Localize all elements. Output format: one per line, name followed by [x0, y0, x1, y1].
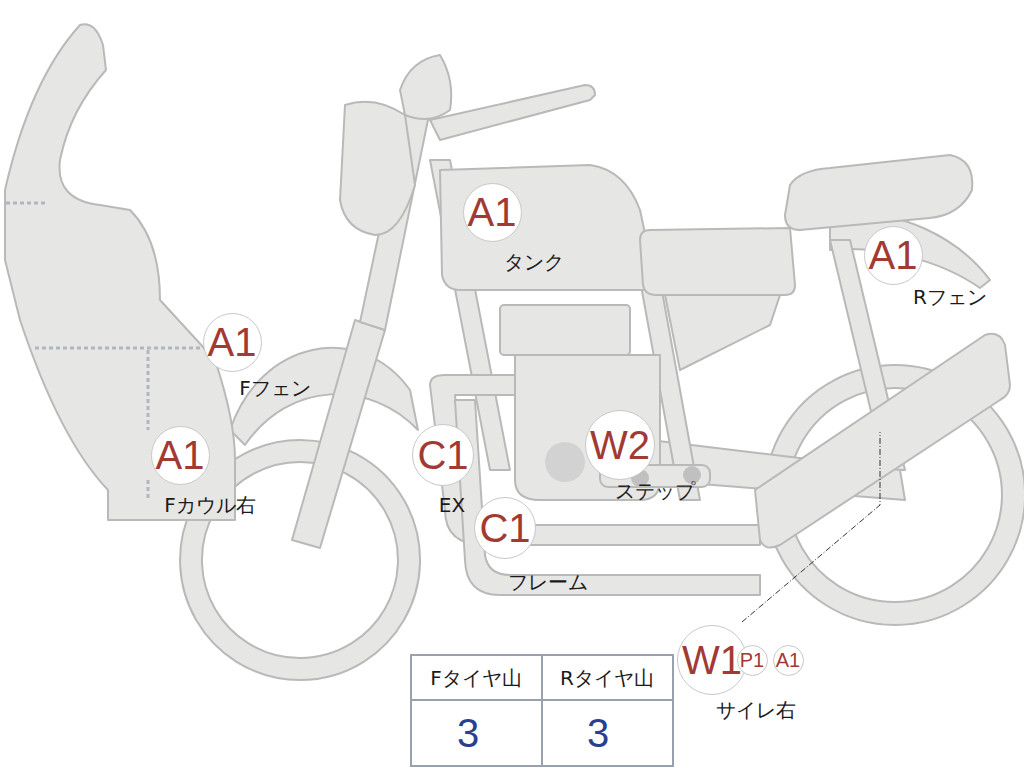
callout-circle: A1 — [463, 183, 522, 242]
part-name: ステップ — [615, 480, 695, 502]
seat-rear — [785, 155, 972, 230]
engine — [515, 355, 660, 500]
fairing-section-line — [147, 480, 150, 500]
callout-code: A1 — [208, 322, 257, 362]
part-name: タンク — [504, 251, 564, 273]
table-header: Fタイヤ山 — [430, 667, 522, 689]
engine-top — [500, 305, 630, 355]
fairing-section-line — [147, 350, 150, 430]
part-name: Fフェン — [239, 377, 311, 399]
callout-circle: C1 — [474, 497, 536, 559]
table-value: 3 — [587, 711, 609, 755]
callout-code: A1 — [156, 435, 205, 475]
part-name: Fカウル右 — [164, 494, 256, 516]
callout-circle: W2 — [585, 410, 655, 480]
callout-circle: A1 — [151, 426, 210, 485]
callout-code: A1 — [776, 650, 800, 670]
engine-cover — [545, 442, 585, 482]
tank — [440, 165, 655, 290]
callout-circle: A1 — [773, 645, 804, 676]
front-fork — [292, 320, 385, 548]
part-name: フレーム — [508, 571, 588, 593]
tread-table-rule — [411, 655, 673, 766]
headlight — [340, 102, 415, 235]
muffler — [755, 334, 1010, 548]
fairing — [5, 24, 235, 520]
part-name: サイレ右 — [716, 699, 796, 721]
tread-table — [411, 655, 673, 766]
callout-code: W2 — [590, 425, 650, 465]
callout-circle: P1 — [737, 645, 768, 676]
callout-circle: C1 — [412, 424, 474, 486]
fairing-section-line — [6, 202, 48, 205]
callout-circle: A1 — [203, 313, 262, 372]
part-name: EX — [439, 494, 465, 516]
callout-code: W1 — [682, 640, 742, 680]
callout-code: A1 — [468, 192, 517, 232]
callout-code: P1 — [740, 650, 764, 670]
callout-code: A1 — [869, 235, 918, 275]
part-name: Rフェン — [913, 286, 987, 308]
callout-code: C1 — [479, 508, 530, 548]
callout-code: C1 — [417, 435, 468, 475]
table-header: Rタイヤ山 — [560, 667, 654, 689]
leader-line — [742, 432, 880, 622]
meter — [400, 55, 451, 119]
table-value: 3 — [457, 711, 479, 755]
side-cover — [665, 295, 780, 370]
handlebar — [430, 85, 595, 140]
seat-front — [640, 228, 795, 295]
fairing-section-line — [35, 347, 205, 350]
callout-circle: A1 — [864, 226, 923, 285]
frame-lower — [455, 400, 760, 595]
